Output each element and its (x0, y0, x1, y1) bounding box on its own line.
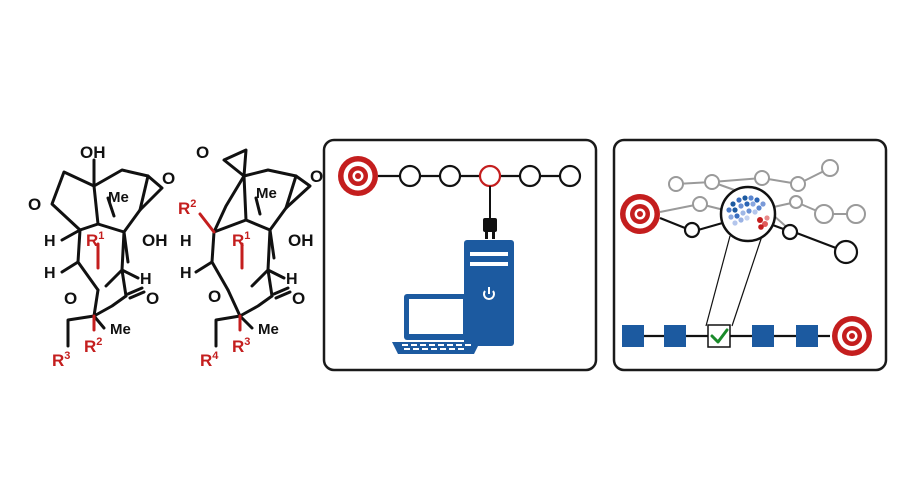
route-chain (378, 164, 582, 188)
molecule-1-r3: R3 (52, 350, 70, 370)
linear-route (622, 316, 872, 356)
molecule-2-methyl: Me (256, 185, 277, 202)
desktop-computer-icon (464, 240, 514, 346)
route-node (398, 164, 422, 188)
panel-2-frame (612, 138, 888, 372)
molecule-1-epoxide-o: O (162, 169, 175, 188)
target-icon (338, 156, 378, 196)
molecule-2-oh: OH (288, 231, 314, 250)
molecule-1-lactone-o: O (64, 289, 77, 308)
chemical-space-cluster (726, 195, 770, 230)
molecule-2-epoxide-o: O (310, 167, 323, 186)
laptop-icon (392, 294, 480, 354)
checkmark-icon (707, 324, 731, 348)
molecule-1-r2: R2 (84, 336, 102, 356)
route-node (558, 164, 582, 188)
route-step (664, 325, 686, 347)
route-step (752, 325, 774, 347)
panel-1-frame (322, 138, 598, 372)
molecule-2-h-upper: H (180, 233, 192, 250)
molecule-1-carbonyl-o: O (146, 289, 159, 308)
selected-branch (659, 216, 859, 265)
molecule-1-methyl-2: Me (110, 321, 131, 338)
route-step (622, 325, 644, 347)
target-icon (620, 194, 660, 234)
molecule-2-r3: R3 (232, 336, 250, 356)
molecule-1: OH O O Me OH H R1 H H O O Me R2 R3 (28, 143, 175, 370)
molecule-2-methyl-2: Me (258, 321, 279, 338)
magnifier-icon (705, 185, 777, 327)
molecule-2-r2: R2 (178, 198, 196, 218)
molecule-2-carbonyl-o: O (292, 289, 305, 308)
plug-icon (483, 186, 497, 239)
molecule-1-oh-right: OH (142, 231, 168, 250)
molecule-1-bonds (50, 158, 164, 348)
molecule-1-h-lower: H (44, 265, 56, 282)
molecule-1-methyl: Me (108, 189, 129, 206)
route-node (518, 164, 542, 188)
power-icon (483, 287, 495, 300)
molecule-1-oh-top: OH (80, 143, 106, 162)
molecule-2-h-right: H (286, 271, 298, 288)
molecule-1-r1: R1 (86, 230, 104, 250)
route-node-selected (478, 164, 502, 188)
target-icon (832, 316, 872, 356)
molecule-2-h-lower: H (180, 265, 192, 282)
route-step (796, 325, 818, 347)
molecule-2: O O Me R2 OH H R1 H H O O Me R3 R4 (178, 143, 323, 370)
route-node (438, 164, 462, 188)
molecule-2-bonds (194, 148, 312, 348)
molecule-2-lactone-o: O (208, 287, 221, 306)
molecule-2-r4: R4 (200, 350, 219, 370)
molecule-2-spiro-o: O (196, 143, 209, 162)
panel-computer-route (322, 138, 598, 372)
panel-network-search (612, 138, 888, 372)
molecule-1-h-right: H (140, 271, 152, 288)
molecule-1-h-upper: H (44, 233, 56, 250)
molecule-1-ring-o: O (28, 195, 41, 214)
molecule-2-r1: R1 (232, 230, 250, 250)
